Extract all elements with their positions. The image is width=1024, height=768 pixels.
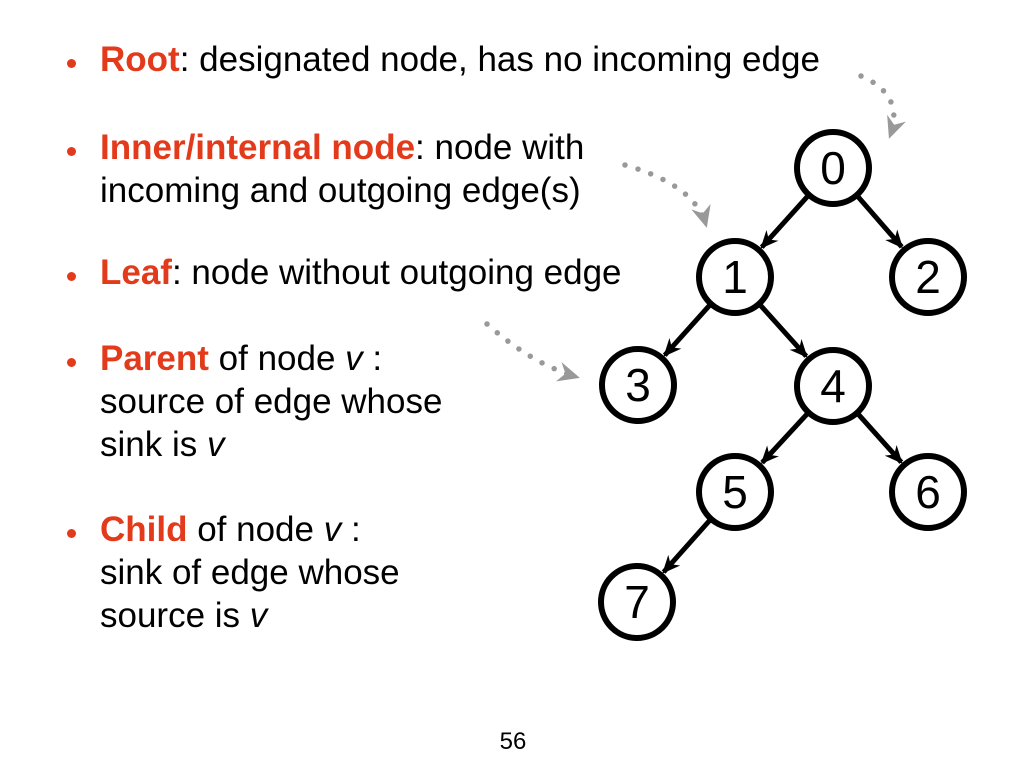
edge-4-to-5 — [760, 409, 812, 465]
body-text: v — [345, 339, 363, 378]
tree-node-4: 4 — [794, 347, 872, 425]
keyword-text: Leaf — [100, 253, 172, 292]
bullet-marker-icon — [67, 529, 76, 538]
bullet-line: sink of edge whose — [100, 551, 680, 594]
bullet-line: Leaf: node without outgoing edge — [100, 251, 680, 294]
node-label: 6 — [915, 466, 941, 518]
keyword-text: Parent — [100, 339, 209, 378]
node-label: 2 — [915, 251, 941, 303]
page-number: 56 — [499, 728, 527, 755]
body-text: source of edge whose — [100, 382, 443, 421]
node-circle — [696, 238, 774, 316]
tree-node-0: 0 — [794, 129, 872, 207]
node-circle — [696, 453, 774, 531]
body-text: of node — [187, 510, 324, 549]
node-label: 3 — [625, 359, 651, 411]
tree-node-3: 3 — [599, 346, 677, 424]
node-circle — [599, 346, 677, 424]
edge-1-to-4 — [755, 300, 809, 358]
bullet-marker-icon — [67, 59, 76, 68]
tree-edges — [661, 191, 904, 574]
edge-4-to-6 — [853, 409, 904, 464]
tree-node-5: 5 — [696, 453, 774, 531]
keyword-text: Child — [100, 510, 188, 549]
edge-0-to-1 — [759, 191, 813, 249]
pointer-arrows — [484, 73, 906, 382]
body-text: sink is — [100, 425, 207, 464]
bullet-line: sink is v — [100, 423, 680, 466]
bullet-leaf: Leaf: node without outgoing edge — [67, 251, 680, 294]
body-text: incoming and outgoing edge(s) — [100, 171, 581, 210]
node-circle — [794, 347, 872, 425]
edge-0-to-2 — [853, 191, 904, 249]
bullet-text: Root: designated node, has no incoming e… — [100, 38, 820, 81]
bullet-line: source of edge whose — [100, 380, 680, 423]
bullet-marker-icon — [67, 272, 76, 281]
bullet-text: Leaf: node without outgoing edge — [100, 251, 680, 294]
bullet-line: Parent of node v : — [100, 337, 680, 380]
bullet-line: Child of node v : — [100, 508, 680, 551]
body-text: v — [323, 510, 342, 549]
body-text: : designated node, has no incoming edge — [179, 40, 820, 79]
body-text: v — [249, 596, 268, 635]
bullet-line: incoming and outgoing edge(s) — [100, 169, 680, 212]
bullet-line: Root: designated node, has no incoming e… — [100, 38, 820, 81]
body-text: of node — [208, 339, 346, 378]
node-circle — [598, 563, 676, 641]
edge-1-to-3 — [662, 300, 715, 357]
node-label: 0 — [820, 142, 846, 194]
body-text: sink of edge whose — [100, 553, 400, 592]
tree-node-7: 7 — [598, 563, 676, 641]
bullet-marker-icon — [67, 147, 76, 156]
body-text: : node with — [415, 128, 585, 167]
body-text: source is — [100, 596, 250, 635]
tree-node-1: 1 — [696, 238, 774, 316]
inner-node-pointer — [622, 162, 711, 228]
bullet-marker-icon — [67, 358, 76, 367]
edge-5-to-7 — [661, 515, 715, 574]
node-circle — [889, 238, 967, 316]
body-text: : — [341, 510, 361, 549]
body-text: v — [206, 425, 225, 464]
node-circle — [889, 453, 967, 531]
node-circle — [794, 129, 872, 207]
node-label: 1 — [722, 251, 748, 303]
keyword-text: Inner/internal node — [100, 128, 416, 167]
node-label: 4 — [820, 360, 846, 412]
bullet-line: Inner/internal node: node with — [100, 126, 680, 169]
parent-pointer — [484, 321, 580, 382]
tree-nodes: 0 1 2 3 4 5 6 7 — [598, 129, 967, 641]
root-pointer — [858, 73, 906, 139]
node-label: 5 — [722, 466, 748, 518]
tree-node-2: 2 — [889, 238, 967, 316]
tree-node-6: 6 — [889, 453, 967, 531]
bullet-root: Root: designated node, has no incoming e… — [67, 38, 820, 81]
keyword-text: Root — [100, 40, 180, 79]
bullet-line: source is v — [100, 594, 680, 637]
node-label: 7 — [624, 576, 650, 628]
body-text: : — [362, 339, 383, 378]
body-text: : node without outgoing edge — [171, 253, 622, 292]
